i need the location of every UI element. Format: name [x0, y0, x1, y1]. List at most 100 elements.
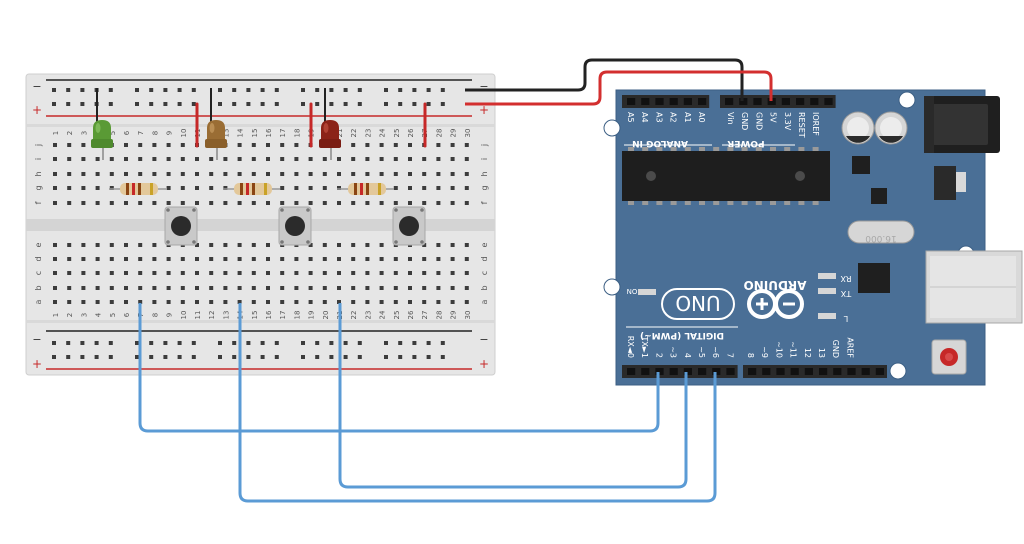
breadboard-hole[interactable] [180, 300, 185, 304]
breadboard-hole[interactable] [365, 157, 370, 161]
breadboard-hole[interactable] [163, 341, 168, 345]
breadboard-hole[interactable] [436, 286, 441, 290]
breadboard-hole[interactable] [218, 355, 222, 359]
header-pin-socket[interactable] [726, 368, 735, 375]
breadboard-hole[interactable] [152, 157, 157, 161]
breadboard-hole[interactable] [180, 271, 185, 275]
breadboard-hole[interactable] [237, 286, 242, 290]
breadboard-hole[interactable] [436, 300, 441, 304]
breadboard-hole[interactable] [52, 341, 56, 345]
breadboard-hole[interactable] [351, 271, 356, 275]
breadboard-hole[interactable] [343, 341, 348, 345]
breadboard-hole[interactable] [384, 88, 388, 92]
header-pin-socket[interactable] [833, 368, 842, 375]
breadboard-hole[interactable] [191, 355, 196, 359]
breadboard-hole[interactable] [280, 201, 285, 205]
breadboard-hole[interactable] [379, 157, 384, 161]
breadboard-hole[interactable] [412, 88, 417, 92]
breadboard-hole[interactable] [52, 88, 56, 92]
breadboard-hole[interactable] [109, 271, 114, 275]
breadboard-hole[interactable] [138, 286, 143, 290]
breadboard-hole[interactable] [67, 257, 72, 261]
breadboard-hole[interactable] [329, 88, 334, 92]
breadboard-hole[interactable] [67, 201, 72, 205]
analog-header[interactable] [622, 95, 710, 108]
power-header[interactable] [720, 95, 836, 108]
breadboard-hole[interactable] [393, 300, 398, 304]
breadboard-hole[interactable] [67, 286, 72, 290]
breadboard-hole[interactable] [180, 286, 185, 290]
breadboard-hole[interactable] [294, 300, 299, 304]
breadboard-hole[interactable] [138, 172, 143, 176]
header-pin-socket[interactable] [875, 368, 884, 375]
header-pin-socket[interactable] [796, 98, 805, 105]
breadboard-hole[interactable] [351, 172, 356, 176]
breadboard-hole[interactable] [237, 201, 242, 205]
breadboard-hole[interactable] [422, 300, 427, 304]
breadboard-hole[interactable] [426, 102, 431, 106]
breadboard-hole[interactable] [365, 172, 370, 176]
header-pin-socket[interactable] [725, 98, 734, 105]
breadboard-hole[interactable] [280, 172, 285, 176]
breadboard-hole[interactable] [365, 300, 370, 304]
breadboard-hole[interactable] [351, 300, 356, 304]
breadboard-hole[interactable] [218, 341, 222, 345]
breadboard-hole[interactable] [450, 300, 455, 304]
breadboard-hole[interactable] [379, 300, 384, 304]
breadboard-hole[interactable] [124, 143, 128, 147]
breadboard-hole[interactable] [195, 257, 199, 261]
breadboard-hole[interactable] [163, 355, 168, 359]
breadboard-hole[interactable] [357, 88, 362, 92]
breadboard-hole[interactable] [274, 88, 279, 92]
breadboard-hole[interactable] [393, 172, 398, 176]
breadboard-hole[interactable] [422, 172, 427, 176]
breadboard-hole[interactable] [308, 271, 313, 275]
breadboard-hole[interactable] [450, 186, 455, 190]
breadboard-hole[interactable] [322, 300, 327, 304]
breadboard-hole[interactable] [251, 257, 256, 261]
header-pin-socket[interactable] [641, 368, 650, 375]
breadboard-hole[interactable] [81, 286, 86, 290]
breadboard-hole[interactable] [343, 88, 348, 92]
breadboard-hole[interactable] [412, 355, 417, 359]
breadboard-hole[interactable] [379, 271, 384, 275]
breadboard-hole[interactable] [426, 341, 431, 345]
breadboard-hole[interactable] [163, 88, 168, 92]
breadboard-hole[interactable] [177, 341, 182, 345]
breadboard-hole[interactable] [274, 341, 279, 345]
breadboard-hole[interactable] [232, 355, 237, 359]
breadboard-hole[interactable] [67, 143, 72, 147]
breadboard-hole[interactable] [177, 88, 182, 92]
breadboard-hole[interactable] [124, 172, 128, 176]
breadboard-hole[interactable] [436, 243, 441, 247]
red-led[interactable] [319, 88, 341, 160]
breadboard-hole[interactable] [53, 271, 57, 275]
wires[interactable] [138, 58, 773, 503]
breadboard-hole[interactable] [379, 172, 384, 176]
resistor-2[interactable] [223, 183, 280, 195]
breadboard-hole[interactable] [412, 341, 417, 345]
breadboard-hole[interactable] [450, 143, 455, 147]
header-pin-socket[interactable] [698, 368, 707, 375]
breadboard-hole[interactable] [322, 257, 327, 261]
digital-header-high[interactable] [743, 365, 887, 378]
breadboard-hole[interactable] [337, 271, 341, 275]
breadboard-hole[interactable] [95, 186, 100, 190]
breadboard-hole[interactable] [322, 157, 327, 161]
breadboard-hole[interactable] [152, 243, 157, 247]
breadboard-hole[interactable] [109, 157, 114, 161]
breadboard-hole[interactable] [450, 172, 455, 176]
rail-jumpers[interactable] [195, 102, 427, 148]
breadboard-hole[interactable] [266, 172, 270, 176]
breadboard-hole[interactable] [109, 201, 114, 205]
breadboard-hole[interactable] [436, 271, 441, 275]
breadboard-hole[interactable] [109, 186, 114, 190]
breadboard-hole[interactable] [209, 286, 214, 290]
breadboard-hole[interactable] [232, 88, 237, 92]
breadboard-hole[interactable] [379, 286, 384, 290]
wire-5v[interactable] [465, 70, 773, 106]
breadboard-hole[interactable] [351, 286, 356, 290]
breadboard-hole[interactable] [408, 186, 412, 190]
wire-button2[interactable] [238, 303, 717, 503]
breadboard-hole[interactable] [422, 286, 427, 290]
